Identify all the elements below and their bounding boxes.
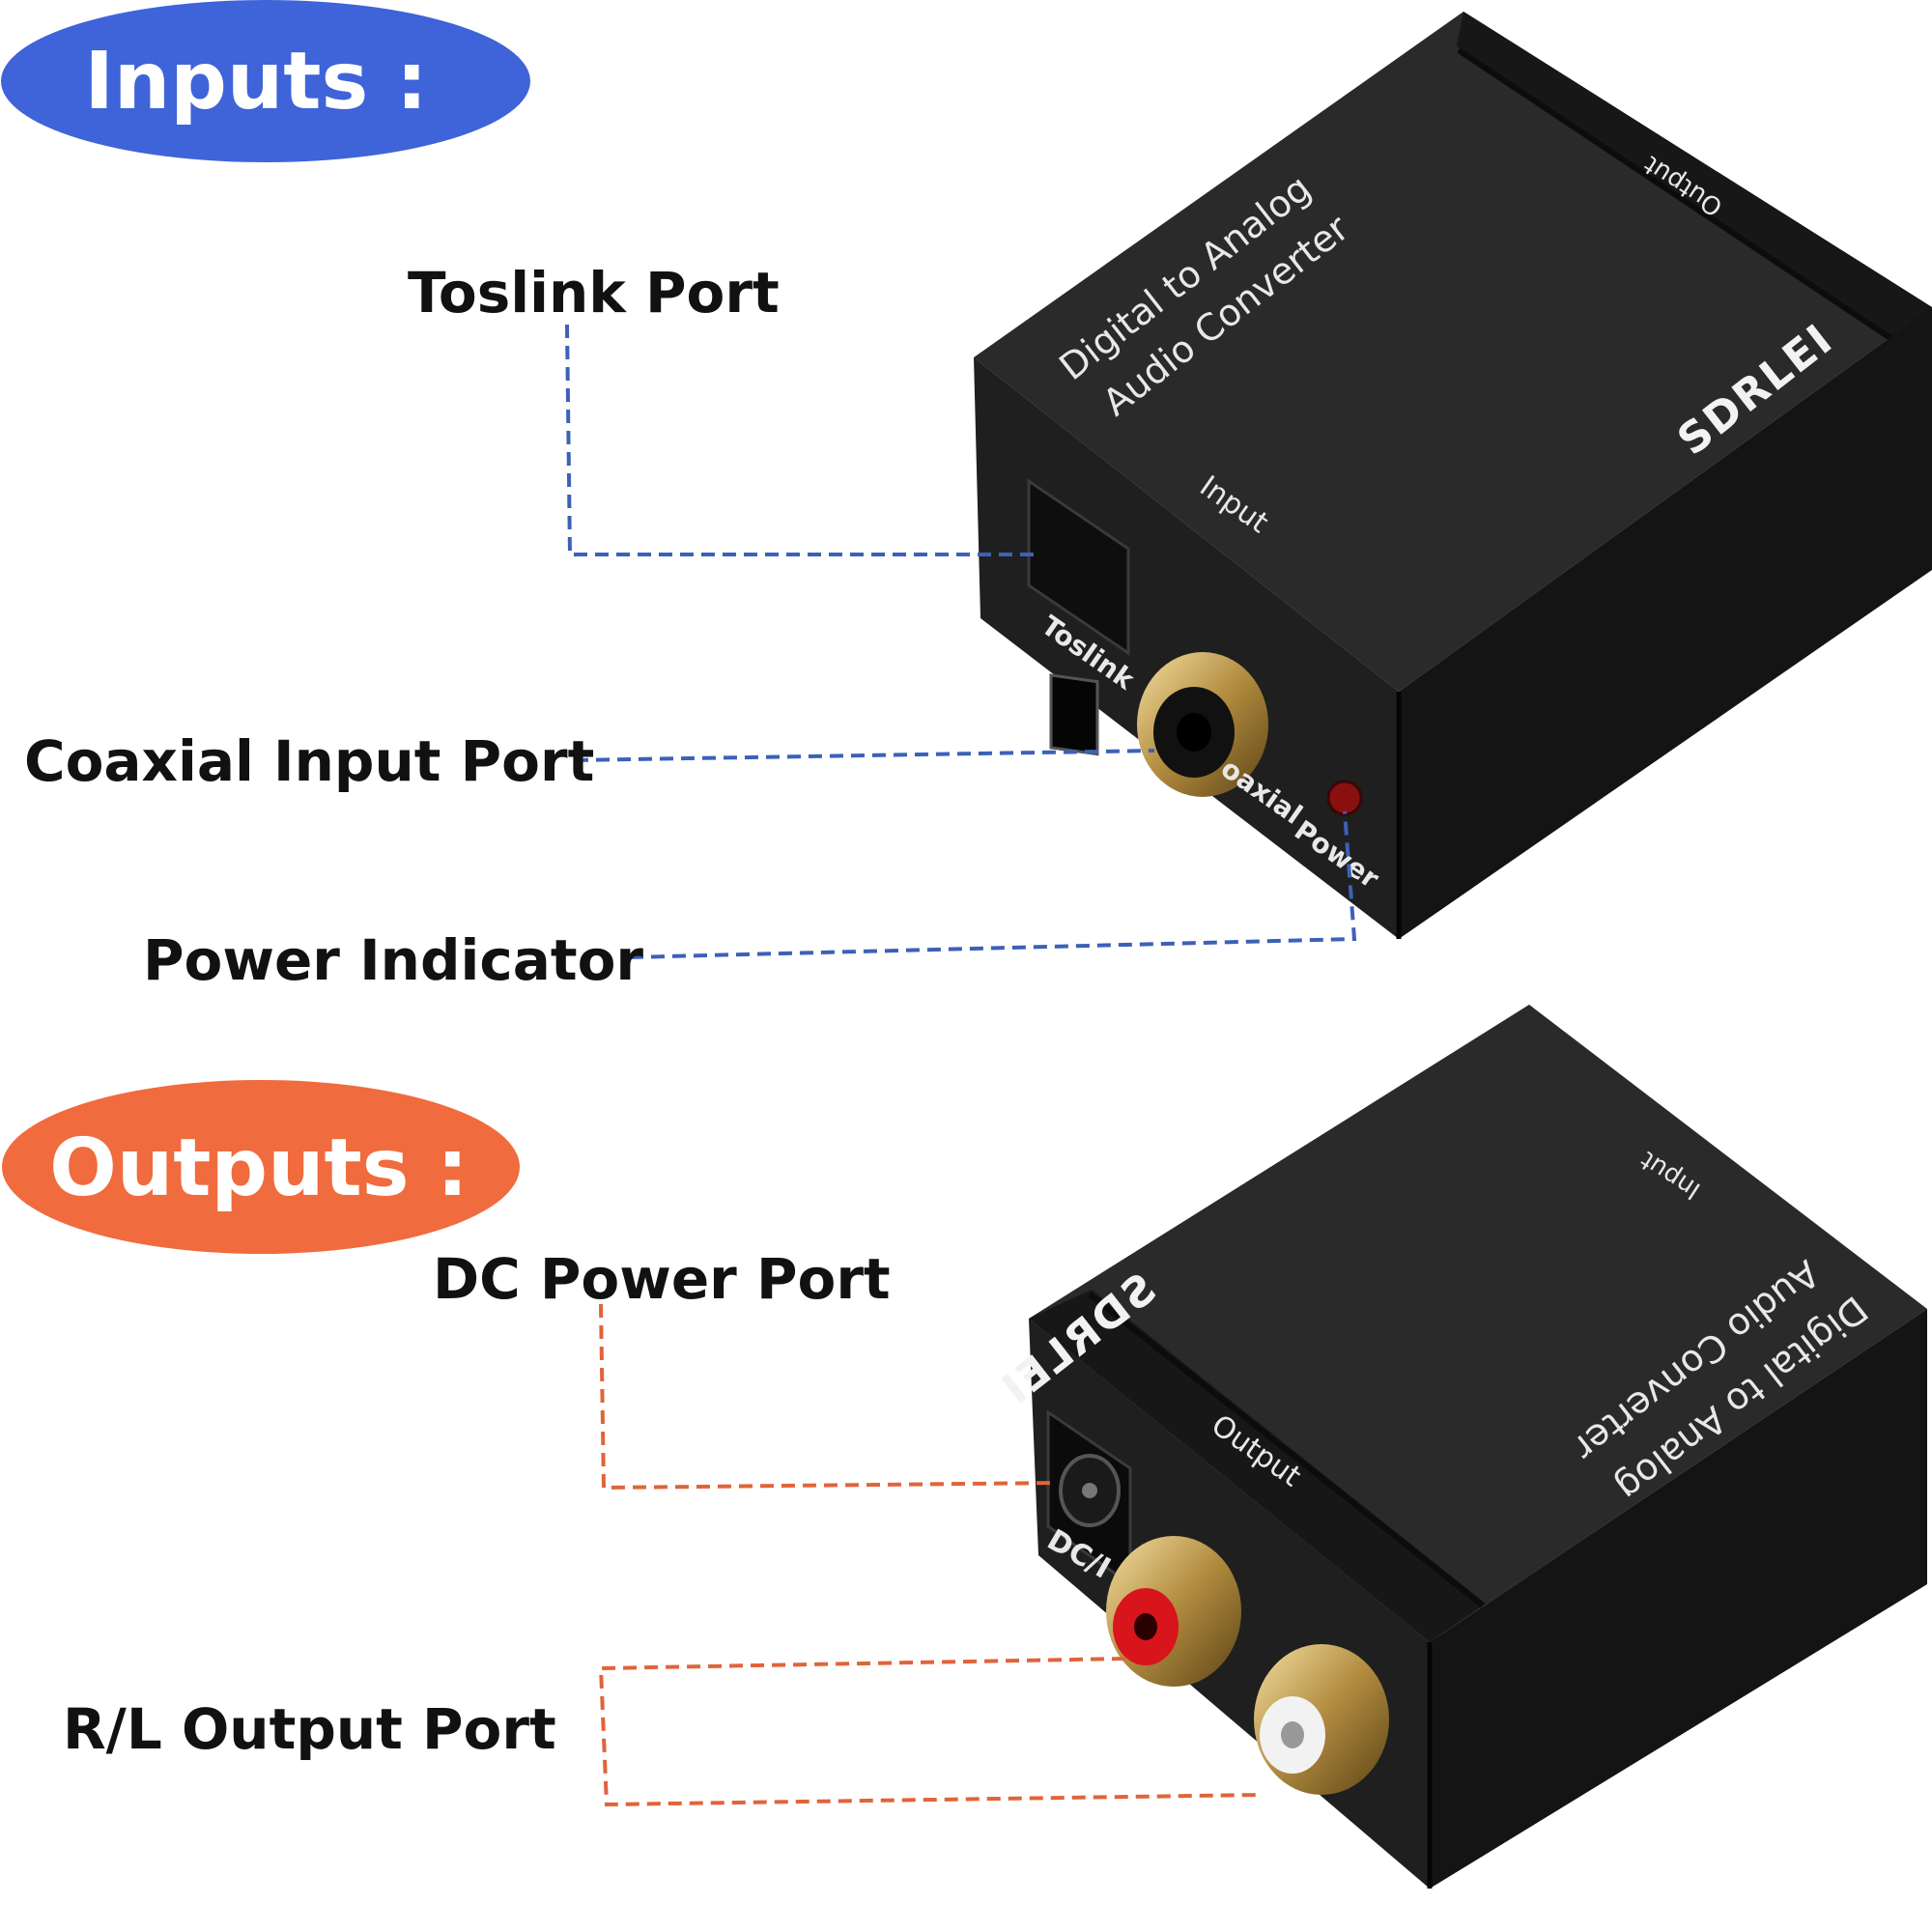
power-led — [1326, 780, 1363, 816]
inputs-badge-shape — [1, 0, 530, 162]
label-power-indicator: Power Indicator — [143, 927, 643, 993]
device2-endcap — [1029, 1290, 1486, 1642]
converter-device-input-side: Digital to Analog Audio Converter SDRLEI… — [974, 12, 1932, 939]
device-front-face — [974, 357, 1399, 939]
rca-jack-left-white — [1254, 1644, 1389, 1795]
device-side-face — [1399, 307, 1932, 939]
label-rl-output-port: R/L Output Port — [63, 1696, 556, 1762]
device-top-endcap — [1457, 12, 1932, 359]
device-top-groove — [1457, 47, 1924, 362]
label-coaxial-input-port: Coaxial Input Port — [24, 728, 594, 794]
output-leader-lines — [598, 1303, 1262, 1807]
coaxial-rca-jack — [1137, 652, 1268, 797]
outputs-badge-shape — [2, 1080, 520, 1254]
outputs-badge-label: Outputs : — [49, 1122, 469, 1214]
outputs-section-badge: Outputs : — [2, 1080, 520, 1254]
leader-power — [629, 810, 1357, 959]
leader-toslink — [565, 324, 1034, 556]
leader-coaxial — [574, 749, 1155, 762]
leader-dc-power — [599, 1303, 1059, 1491]
label-dc-power-port: DC Power Port — [433, 1246, 891, 1312]
rca-jack-right-red — [1106, 1536, 1241, 1687]
label-toslink-port: Toslink Port — [408, 260, 780, 326]
inputs-badge-label: Inputs : — [84, 36, 427, 128]
toslink-port — [1027, 478, 1130, 756]
leader-rl-output — [598, 1657, 1262, 1807]
input-leader-lines — [565, 324, 1357, 959]
converter-device-output-side: Digital to Analog Audio Converter SDRLEI… — [992, 1005, 1927, 1889]
inputs-section-badge: Inputs : — [1, 0, 530, 162]
device2-side-face — [1430, 1309, 1927, 1889]
